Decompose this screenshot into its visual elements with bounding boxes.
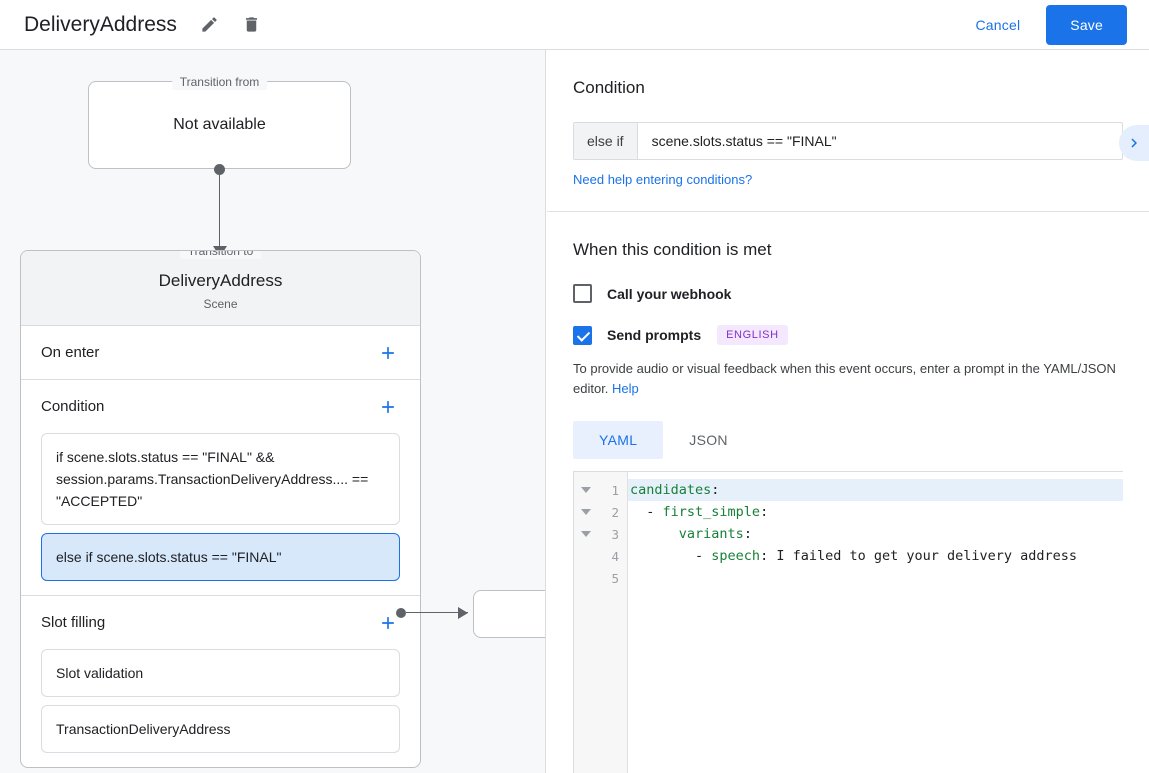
prompts-help-link[interactable]: Help xyxy=(612,381,639,396)
condition-input-row[interactable]: else if xyxy=(573,122,1123,160)
fold-triangle-icon[interactable] xyxy=(581,487,591,493)
line-number: 4 xyxy=(611,548,619,564)
cancel-button[interactable]: Cancel xyxy=(964,9,1033,41)
yaml-punct: : xyxy=(760,504,769,520)
connector-line-horizontal xyxy=(406,612,468,613)
language-badge: ENGLISH xyxy=(717,325,788,345)
scene-graph-canvas[interactable]: Transition from Not available Transition… xyxy=(0,50,546,773)
tab-json[interactable]: JSON xyxy=(663,421,754,459)
add-slot-button[interactable] xyxy=(376,611,400,635)
gutter-line[interactable]: 4 xyxy=(574,545,627,567)
scene-name: DeliveryAddress xyxy=(158,271,283,290)
transition-to-box: Transition to DeliveryAddress Scene On e… xyxy=(20,250,421,768)
editor-code-area[interactable]: candidates: - first_simple: variants: - … xyxy=(628,472,1123,773)
app-header: DeliveryAddress Cancel Save xyxy=(0,0,1149,50)
line-number: 3 xyxy=(611,526,619,542)
slot-chip-transaction-delivery-address[interactable]: TransactionDeliveryAddress xyxy=(41,705,400,753)
yaml-value: I failed to get your delivery address xyxy=(768,548,1078,564)
scene-type: Scene xyxy=(203,297,238,311)
section-on-enter: On enter xyxy=(21,326,420,380)
fold-triangle-icon[interactable] xyxy=(581,531,591,537)
connector-dot-out xyxy=(396,608,406,618)
page-title: DeliveryAddress xyxy=(24,12,177,36)
code-line-2[interactable]: - first_simple: xyxy=(628,501,1123,523)
line-number: 1 xyxy=(611,482,619,498)
chevron-right-icon[interactable] xyxy=(1119,125,1149,161)
transition-from-card[interactable]: Transition from Not available xyxy=(88,74,351,169)
body-wrapper: Transition from Not available Transition… xyxy=(0,50,1149,773)
line-number: 2 xyxy=(611,504,619,520)
transition-from-legend: Transition from xyxy=(171,74,268,90)
fold-triangle-icon[interactable] xyxy=(581,509,591,515)
prompts-description-text: To provide audio or visual feedback when… xyxy=(573,361,1116,396)
call-webhook-checkbox[interactable] xyxy=(573,284,592,303)
yaml-key: candidates xyxy=(630,482,712,498)
details-panel: Condition else if Need help entering con… xyxy=(547,50,1149,773)
editor-gutter: 1 2 3 4 5 xyxy=(574,472,628,773)
code-line-5[interactable] xyxy=(628,567,1123,589)
panel-when-met-body: When this condition is met Call your web… xyxy=(547,212,1149,773)
connector-line-vertical xyxy=(219,169,220,252)
section-title-slot-filling: Slot filling xyxy=(41,614,106,631)
panel-condition-section: Condition else if Need help entering con… xyxy=(547,50,1149,212)
condition-help-link[interactable]: Need help entering conditions? xyxy=(573,172,753,187)
send-prompts-row[interactable]: Send prompts ENGLISH xyxy=(573,325,1123,345)
slot-chip-validation[interactable]: Slot validation xyxy=(41,649,400,697)
section-header-on-enter: On enter xyxy=(41,326,400,379)
yaml-editor[interactable]: 1 2 3 4 5 candidates: - first_simple: va… xyxy=(573,471,1123,773)
gutter-line[interactable]: 1 xyxy=(574,479,627,501)
section-slot-filling: Slot filling Slot validation Transaction… xyxy=(21,596,420,753)
yaml-indent xyxy=(630,526,679,542)
gutter-line[interactable]: 3 xyxy=(574,523,627,545)
call-webhook-label: Call your webhook xyxy=(607,285,732,302)
trash-icon[interactable] xyxy=(237,10,267,40)
section-title-on-enter: On enter xyxy=(41,344,100,361)
scene-header: DeliveryAddress Scene xyxy=(21,251,420,326)
add-condition-button[interactable] xyxy=(376,395,400,419)
connector-arrow-right xyxy=(458,607,468,619)
gutter-line[interactable]: 5 xyxy=(574,567,627,589)
yaml-key: variants xyxy=(678,526,744,542)
yaml-punct: : xyxy=(743,526,752,542)
line-number: 5 xyxy=(611,570,619,586)
section-header-condition: Condition xyxy=(41,380,400,433)
transition-from-value: Not available xyxy=(173,116,266,133)
condition-chip-if[interactable]: if scene.slots.status == "FINAL" && sess… xyxy=(41,433,400,525)
panel-condition-body: Condition else if Need help entering con… xyxy=(547,50,1149,211)
code-line-4[interactable]: - speech: I failed to get your delivery … xyxy=(628,545,1123,567)
tab-yaml[interactable]: YAML xyxy=(573,421,664,459)
section-condition: Condition if scene.slots.status == "FINA… xyxy=(21,380,420,596)
yaml-key: first_simple xyxy=(662,504,761,520)
condition-prefix-label: else if xyxy=(574,123,638,159)
prompts-description: To provide audio or visual feedback when… xyxy=(573,359,1123,399)
send-prompts-checkbox[interactable] xyxy=(573,325,592,345)
add-on-enter-button[interactable] xyxy=(376,341,400,365)
yaml-key: speech xyxy=(711,548,761,564)
pencil-icon[interactable] xyxy=(195,10,225,40)
save-button[interactable]: Save xyxy=(1046,4,1127,45)
section-title-condition: Condition xyxy=(41,398,105,415)
transition-to-legend: Transition to xyxy=(179,251,262,259)
yaml-indent: - xyxy=(630,548,712,564)
yaml-punct: : xyxy=(760,548,769,564)
panel-condition-heading: Condition xyxy=(573,78,645,97)
next-node-card[interactable] xyxy=(473,590,545,638)
when-met-heading: When this condition is met xyxy=(573,240,772,259)
condition-chip-else-if[interactable]: else if scene.slots.status == "FINAL" xyxy=(41,533,400,581)
send-prompts-label: Send prompts xyxy=(607,327,702,343)
code-line-3[interactable]: variants: xyxy=(628,523,1123,545)
gutter-line[interactable]: 2 xyxy=(574,501,627,523)
code-line-1[interactable]: candidates: xyxy=(628,479,1123,501)
condition-expression-input[interactable] xyxy=(637,123,1122,159)
yaml-indent: - xyxy=(630,504,663,520)
yaml-punct: : xyxy=(711,482,720,498)
panel-when-met-section: When this condition is met Call your web… xyxy=(547,212,1149,773)
transition-to-card[interactable]: Transition to DeliveryAddress Scene On e… xyxy=(20,250,421,768)
editor-format-tabs: YAML JSON xyxy=(573,421,1123,459)
section-header-slot-filling: Slot filling xyxy=(41,596,400,649)
transition-from-box: Transition from Not available xyxy=(88,74,351,169)
webhook-row[interactable]: Call your webhook xyxy=(573,284,1123,303)
